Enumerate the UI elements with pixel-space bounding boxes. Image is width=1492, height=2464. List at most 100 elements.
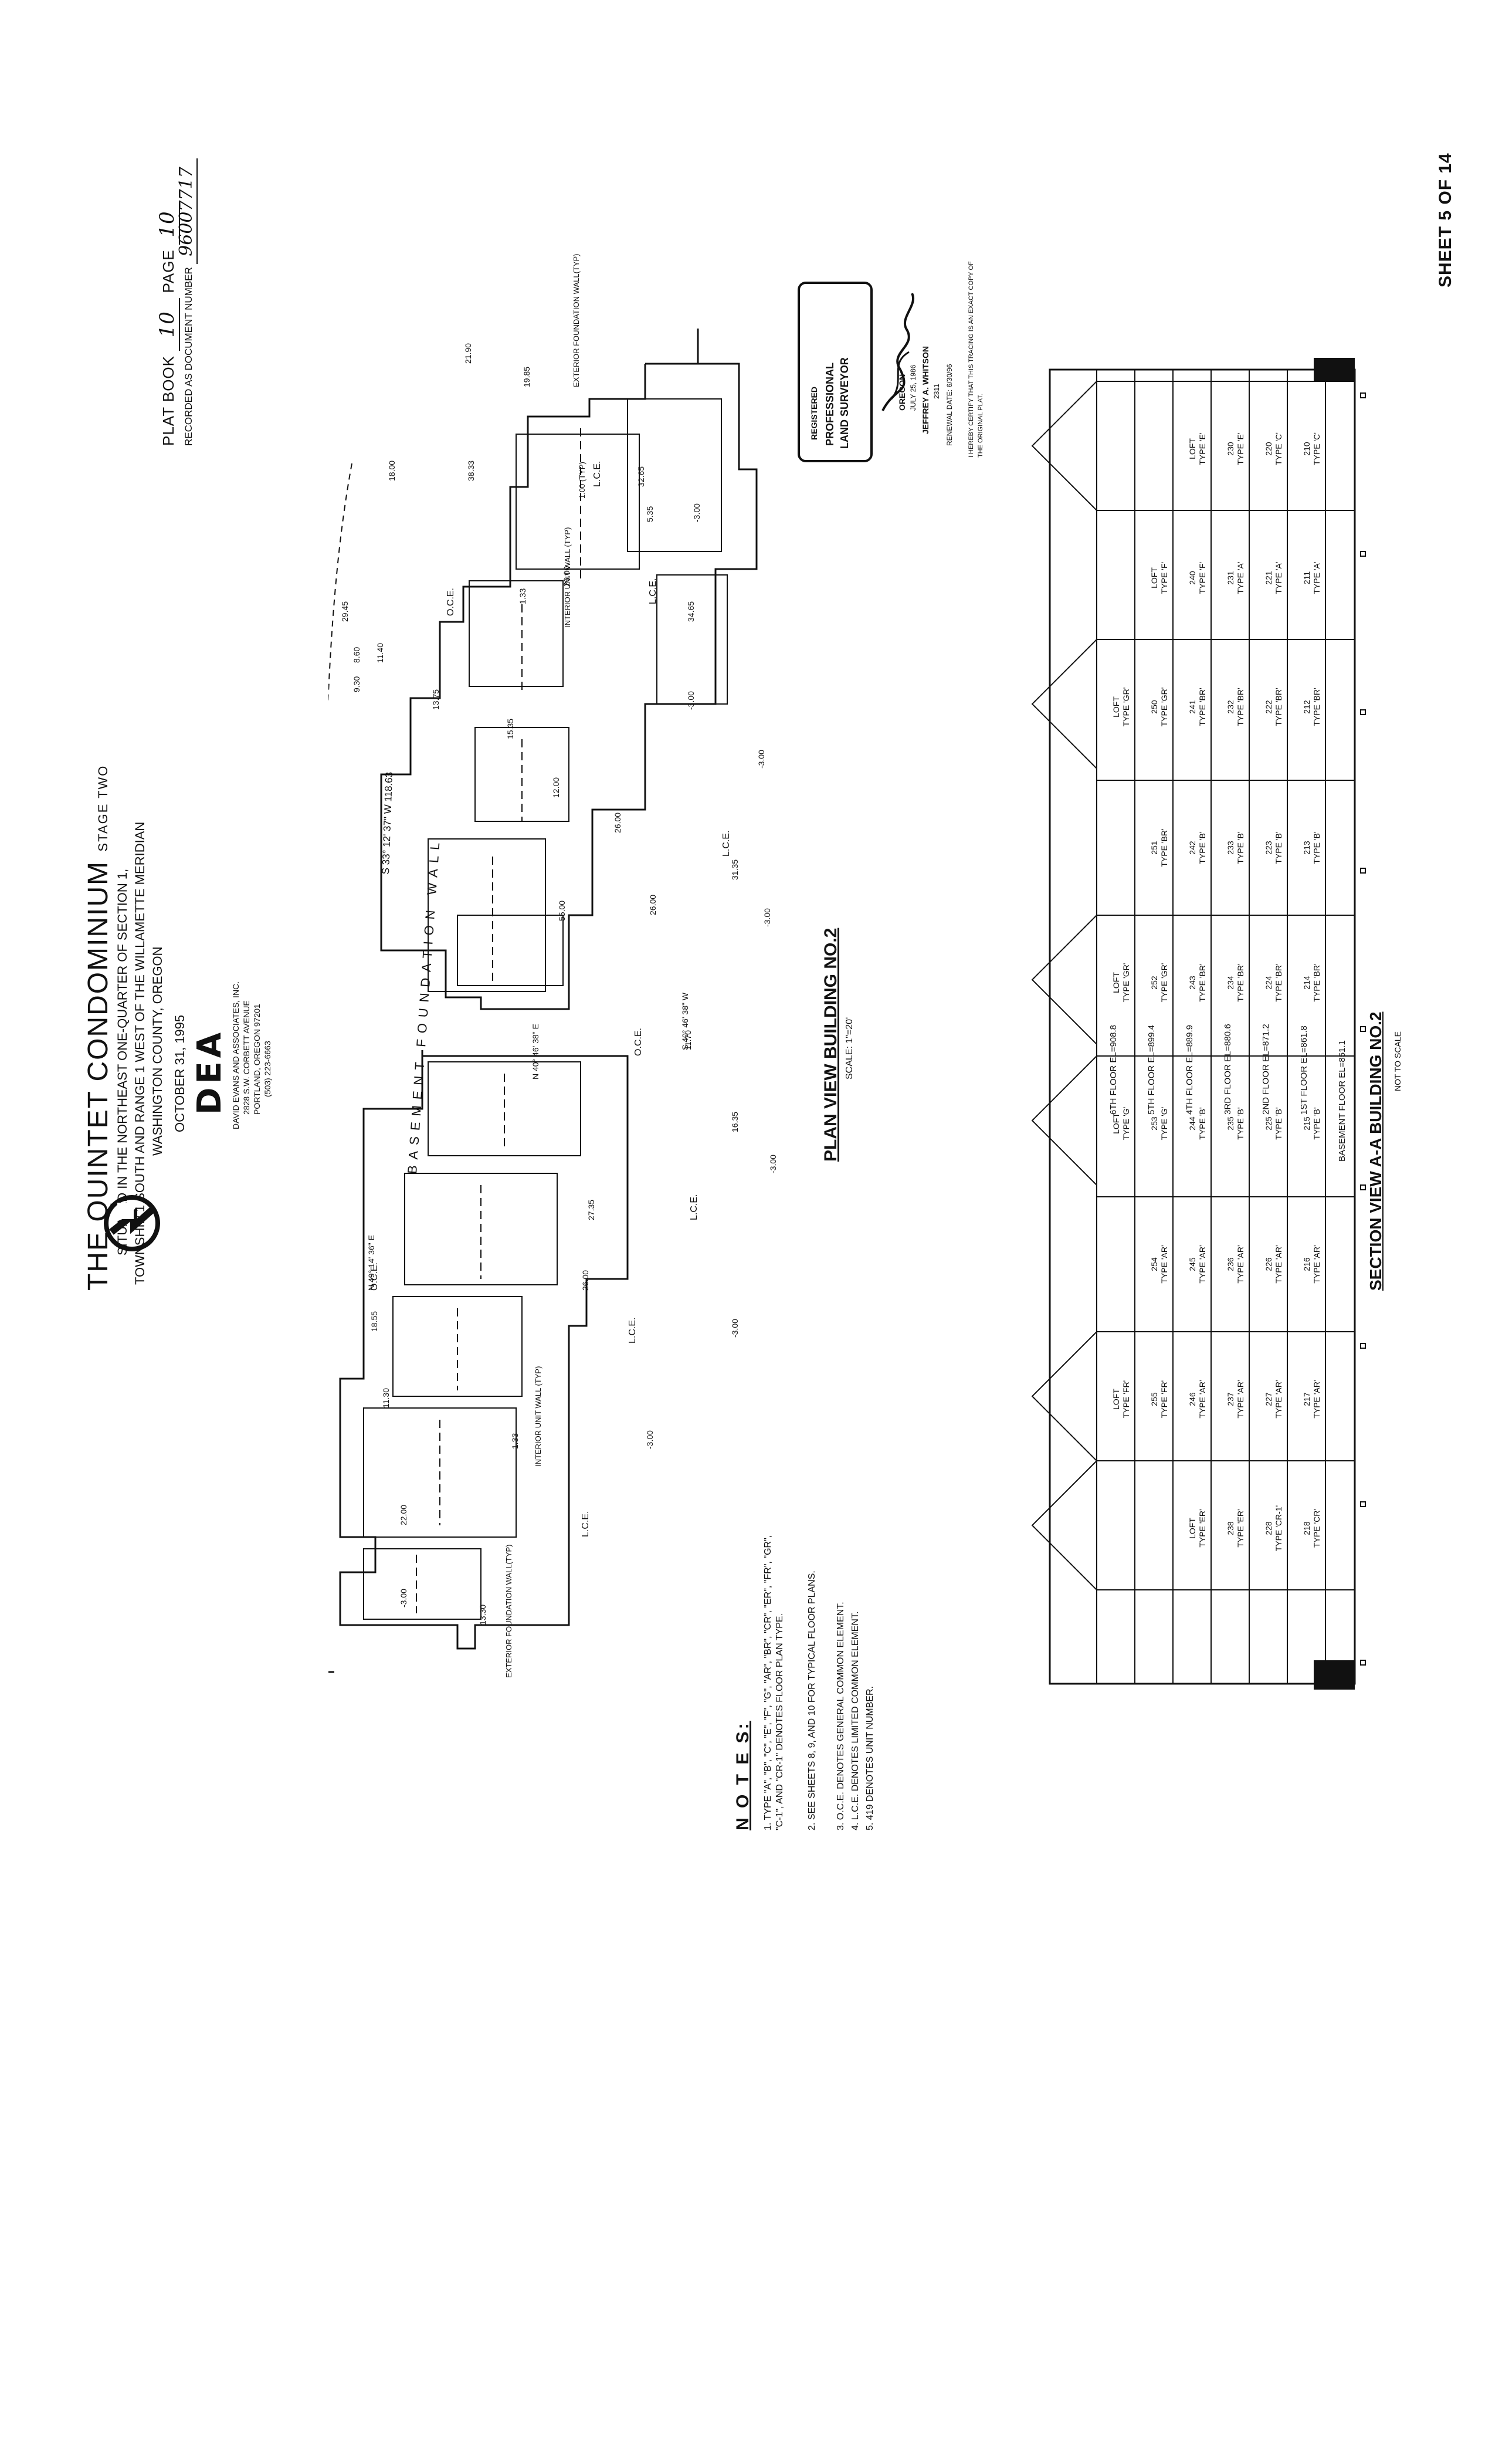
dim-label: 15.35 (506, 718, 515, 739)
section-unit-cell: 243 TYPE 'BR' (1188, 963, 1207, 1002)
dim-label: 1.33 (510, 1433, 520, 1449)
section-unit-cell: 210 TYPE 'C' (1302, 432, 1321, 465)
dim-label: 34.65 (686, 601, 696, 622)
note-2: 2. SEE SHEETS 8, 9, AND 10 FOR TYPICAL F… (807, 1571, 817, 1830)
ground-marker (1360, 1501, 1366, 1507)
section-unit-cell: 255 TYPE 'FR' (1149, 1380, 1169, 1419)
sheet-number: SHEET 5 OF 14 (1436, 153, 1455, 287)
section-unit-cell: 224 TYPE 'BR' (1264, 963, 1283, 1002)
dim-label: -3.00 (399, 1589, 408, 1607)
plan-view-drawing: A A (328, 329, 758, 1673)
section-unit-cell: 237 TYPE 'AR' (1226, 1380, 1245, 1419)
dim-label: 11.40 (375, 643, 385, 663)
end-cap-bottom (1314, 1660, 1355, 1690)
dim-label: 1.00 (TYP) (578, 462, 586, 499)
dim-label: 26.00 (562, 566, 571, 587)
section-unit-cell: 223 TYPE 'B' (1264, 831, 1283, 864)
dim-label: 21.90 (463, 343, 473, 364)
dim-label: 16.35 (730, 1111, 740, 1132)
section-unit-cell: 244 TYPE 'B' (1188, 1107, 1207, 1140)
section-unit-cell: 238 TYPE 'ER' (1226, 1509, 1245, 1548)
roof-gable (1031, 915, 1097, 1045)
dim-label: 9.30 (352, 676, 361, 692)
lce-label-2: L.C.E. (648, 578, 658, 604)
section-unit-cell: 236 TYPE 'AR' (1226, 1245, 1245, 1284)
firm-name: DAVID EVANS AND ASSOCIATES, INC. (231, 981, 240, 1129)
note-5: 5. 419 DENOTES UNIT NUMBER. (865, 1686, 875, 1830)
surveyor-stamp (798, 282, 873, 462)
lce-label-3: L.C.E. (721, 830, 731, 857)
section-unit-cell: 253 TYPE 'G' (1149, 1106, 1169, 1140)
section-unit-cell: LOFT TYPE 'F' (1149, 561, 1169, 594)
title-sub-3: WASHINGTON COUNTY, OREGON (150, 946, 165, 1156)
section-unit-cell: 230 TYPE 'E' (1226, 432, 1245, 465)
ground-marker (1360, 1343, 1366, 1349)
section-unit-cell: 225 TYPE 'B' (1264, 1107, 1283, 1140)
section-unit-cell: 245 TYPE 'AR' (1188, 1245, 1207, 1284)
dim-label: 26.00 (581, 1270, 590, 1291)
dim-label: 18.55 (369, 1311, 379, 1332)
section-unit-cell: 234 TYPE 'BR' (1226, 963, 1245, 1002)
oce-label-1: O.C.E. (446, 587, 456, 616)
plan-view-scale: SCALE: 1"=20' (845, 1017, 854, 1079)
ground-marker (1360, 868, 1366, 874)
stamp-number: 2311 (933, 384, 941, 399)
plat-book-label: PLAT BOOK (160, 356, 177, 446)
section-unit-cell: 246 TYPE 'AR' (1188, 1380, 1207, 1419)
dim-label: 31.35 (730, 859, 740, 880)
section-unit-cell: 217 TYPE 'AR' (1302, 1380, 1321, 1419)
dim-label: 5.35 (645, 506, 655, 522)
section-unit-cell: 226 TYPE 'AR' (1264, 1245, 1283, 1284)
stamp-line-2: PROFESSIONAL (824, 362, 836, 446)
lce-label-1: L.C.E. (592, 461, 602, 487)
section-unit-cell: LOFT TYPE 'GR' (1111, 963, 1131, 1003)
stamp-line-1: REGISTERED (809, 386, 819, 440)
dim-label: 38.33 (466, 460, 476, 481)
dim-label: -3.00 (645, 1430, 655, 1449)
section-unit-cell: 211 TYPE 'A' (1302, 561, 1321, 594)
section-unit-cell: 240 TYPE 'F' (1188, 561, 1207, 594)
section-unit-cell: 231 TYPE 'A' (1226, 561, 1245, 594)
section-unit-cell: 216 TYPE 'AR' (1302, 1245, 1321, 1284)
dim-label: -3.00 (762, 908, 772, 927)
ground-marker (1360, 1660, 1366, 1666)
section-unit-cell: 227 TYPE 'AR' (1264, 1380, 1283, 1419)
dim-label: 32.65 (636, 466, 646, 487)
oce-label-2: O.C.E. (633, 1027, 643, 1056)
ground-marker (1360, 709, 1366, 715)
section-unit-cell: 235 TYPE 'B' (1226, 1107, 1245, 1140)
ext-wall-label-1: EXTERIOR FOUNDATION WALL(TYP) (572, 253, 581, 387)
note-4: 4. L.C.E. DENOTES LIMITED COMMON ELEMENT… (850, 1611, 860, 1830)
section-unit-cell: LOFT TYPE 'E' (1188, 432, 1207, 465)
lce-label-4: L.C.E. (689, 1194, 699, 1220)
section-unit-cell: 242 TYPE 'B' (1188, 831, 1207, 864)
section-unit-cell: 251 TYPE 'BR' (1149, 828, 1169, 867)
section-outline (1049, 368, 1356, 1685)
stamp-state: OREGON (897, 374, 907, 411)
stamp-name: JEFFREY A. WHITSON (921, 346, 930, 434)
notes-title: N O T E S: (733, 1721, 752, 1830)
section-unit-cell: 222 TYPE 'BR' (1264, 688, 1283, 726)
section-view-subtitle: NOT TO SCALE (1393, 1031, 1402, 1091)
plat-stage: STAGE TWO (96, 764, 110, 852)
dim-label: 19.85 (522, 366, 531, 387)
section-unit-cell: 221 TYPE 'A' (1264, 561, 1283, 594)
dim-label: 13.30 (478, 1604, 487, 1625)
dim-label: -3.00 (768, 1155, 778, 1173)
document-number: 96007717 (176, 158, 198, 265)
section-unit-cell: LOFT TYPE 'G' (1111, 1106, 1131, 1140)
ground-marker (1360, 1184, 1366, 1190)
dim-label: -3.00 (686, 691, 696, 710)
floor-label-basement: BASEMENT FLOOR EL=851.1 (1337, 1040, 1347, 1162)
recorded-label: RECORDED AS DOCUMENT NUMBER (183, 267, 194, 446)
firm-address: 2828 S.W. CORBETT AVENUE (242, 1000, 251, 1115)
roof-gable (1031, 381, 1097, 511)
dim-label: -3.00 (692, 503, 701, 522)
dim-label: 55.00 (557, 900, 567, 921)
dim-label: 29.45 (340, 601, 350, 622)
section-unit-cell: 218 TYPE 'CR' (1302, 1508, 1321, 1548)
firm-city: PORTLAND, OREGON 97201 (252, 1004, 262, 1115)
lce-label-6: L.C.E. (581, 1511, 591, 1537)
int-wall-label-2: INTERIOR UNIT WALL (TYP) (534, 1366, 542, 1467)
